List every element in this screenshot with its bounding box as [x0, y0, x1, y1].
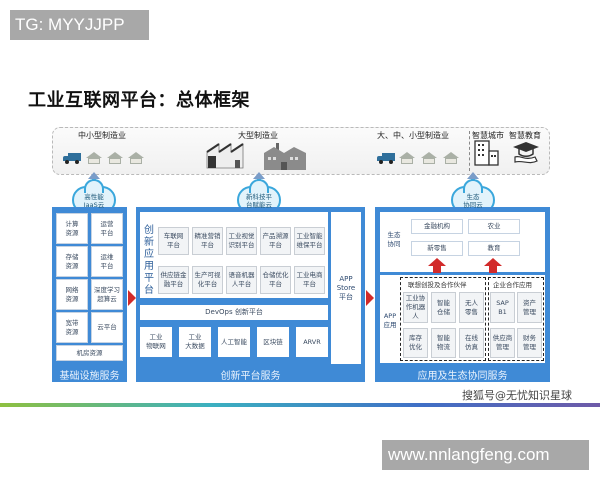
up-arrow-stem: [489, 265, 497, 273]
partner-cell: 库存 优化: [403, 328, 428, 358]
url-watermark: www.nnlangfeng.com: [382, 440, 589, 470]
infra-footer: 基础设施服务: [59, 371, 120, 382]
cloud-eco-line1: 生态: [466, 193, 480, 201]
band-divider: [469, 131, 470, 171]
eco-item: 新零售: [411, 241, 463, 256]
devops-platform: DevOps 创新平台: [140, 305, 328, 320]
footer-gradient-line: [0, 403, 600, 407]
app-platform-cell: 生产可视 化平台: [192, 266, 223, 294]
right-arrow-icon: [366, 290, 374, 306]
app-platform-cell: 工业视觉 识别平台: [226, 227, 257, 255]
app-platform-cell: 工业智能 维保平台: [294, 227, 325, 255]
factory-icon: [206, 143, 244, 169]
cloud-iaas-line2: IaaS云: [83, 201, 105, 209]
partner-group-title: 联想创投及合作伙伴: [408, 281, 467, 289]
eco-item: 农业: [468, 219, 520, 234]
building-icon: [474, 140, 499, 166]
red-up-arrow-icon: [428, 258, 446, 266]
app-platform-cell: 工业电商 平台: [294, 266, 325, 294]
segment-label-sme: 中小型制造业: [78, 131, 126, 140]
partner-cell: 工业协 作机器 人: [403, 292, 428, 323]
enterprise-cell: SAP B1: [490, 292, 515, 323]
app-platform-cell: 供应链金 融平台: [158, 266, 189, 294]
partner-group: [400, 277, 486, 361]
app-store-platform: APP Store 平台: [331, 212, 361, 364]
app-platform-cell: 车联网 平台: [158, 227, 189, 255]
infra-cell: 深度学习 超算云: [91, 279, 123, 310]
partner-cell: 智能 仓储: [431, 292, 456, 323]
app-label: APP 应用: [381, 308, 399, 334]
source-watermark: 搜狐号@无忧知识星球: [462, 389, 572, 402]
enterprise-group: [488, 277, 544, 361]
truck-icon: [377, 153, 395, 164]
partner-cell: 无人 零售: [459, 292, 484, 323]
infra-cell: 运营 平台: [91, 213, 123, 244]
house-icon: [443, 152, 459, 164]
app-platform-cell: 语音机器 人平台: [226, 266, 257, 294]
enterprise-cell: 供应商 管理: [490, 328, 515, 358]
house-icon: [128, 152, 144, 164]
app-platform-cell: 精准营销 平台: [192, 227, 223, 255]
house-icon: [421, 152, 437, 164]
infra-cell: 运维 平台: [91, 246, 123, 277]
infra-cell: 计算 资源: [56, 213, 88, 244]
segment-label-smart-city: 智慧城市: [472, 131, 504, 140]
eco-collab-label: 生态 协同: [383, 228, 405, 252]
eco-item: 金融机构: [411, 219, 463, 234]
tech-cell: ARVR: [296, 327, 328, 357]
tech-cell: 工业 大数据: [179, 327, 211, 357]
innovation-side-label: 创新应用平台: [144, 225, 154, 296]
partner-cell: 智能 物流: [431, 328, 456, 358]
infra-cell: 云平台: [91, 312, 123, 343]
tech-cell: 区块链: [257, 327, 289, 357]
innovation-footer: 创新平台服务: [220, 371, 281, 382]
segment-label-large: 大型制造业: [238, 131, 278, 140]
right-arrow-icon: [128, 290, 136, 306]
graduation-cap-icon: [513, 142, 539, 164]
up-arrow-icon: [253, 172, 265, 179]
ecosystem-footer: 应用及生态协同服务: [417, 371, 508, 382]
cloud-iaas: 高性能 IaaS云: [72, 179, 116, 214]
factory-icon: [264, 143, 306, 170]
infra-cell: 宽带 资源: [56, 312, 88, 343]
tech-cell: 人工智能: [218, 327, 250, 357]
app-platform-cell: 产品溯源 平台: [260, 227, 291, 255]
infra-cell-datacenter: 机房资源: [56, 345, 123, 361]
app-platform-cell: 仓储优化 平台: [260, 266, 291, 294]
segment-label-all: 大、中、小型制造业: [377, 131, 449, 140]
red-up-arrow-icon: [484, 258, 502, 266]
up-arrow-icon: [467, 172, 479, 179]
cloud-tech-line2: 台赋能云: [246, 201, 272, 209]
enterprise-group-title: 企业合作应用: [493, 281, 532, 289]
enterprise-cell: 财务 管理: [517, 328, 542, 358]
cloud-tech-line1: 新科技平: [246, 193, 272, 201]
top-watermark: TG: MYYJJPP: [10, 10, 149, 40]
segment-label-smart-edu: 智慧教育: [509, 131, 541, 140]
up-arrow-icon: [88, 172, 100, 179]
cloud-eco-line2: 协同云: [463, 201, 483, 209]
page-title: 工业互联网平台：总体框架: [28, 90, 250, 111]
enterprise-cell: 资产 管理: [517, 292, 542, 323]
house-icon: [107, 152, 123, 164]
house-icon: [399, 152, 415, 164]
infra-cell: 存储 资源: [56, 246, 88, 277]
partner-cell: 在线 仿真: [459, 328, 484, 358]
infra-cell: 网络 资源: [56, 279, 88, 310]
house-icon: [86, 152, 102, 164]
tech-cell: 工业 物联网: [140, 327, 172, 357]
eco-item: 教育: [468, 241, 520, 256]
up-arrow-stem: [433, 265, 441, 273]
cloud-iaas-line1: 高性能: [84, 193, 104, 201]
truck-icon: [63, 153, 81, 164]
